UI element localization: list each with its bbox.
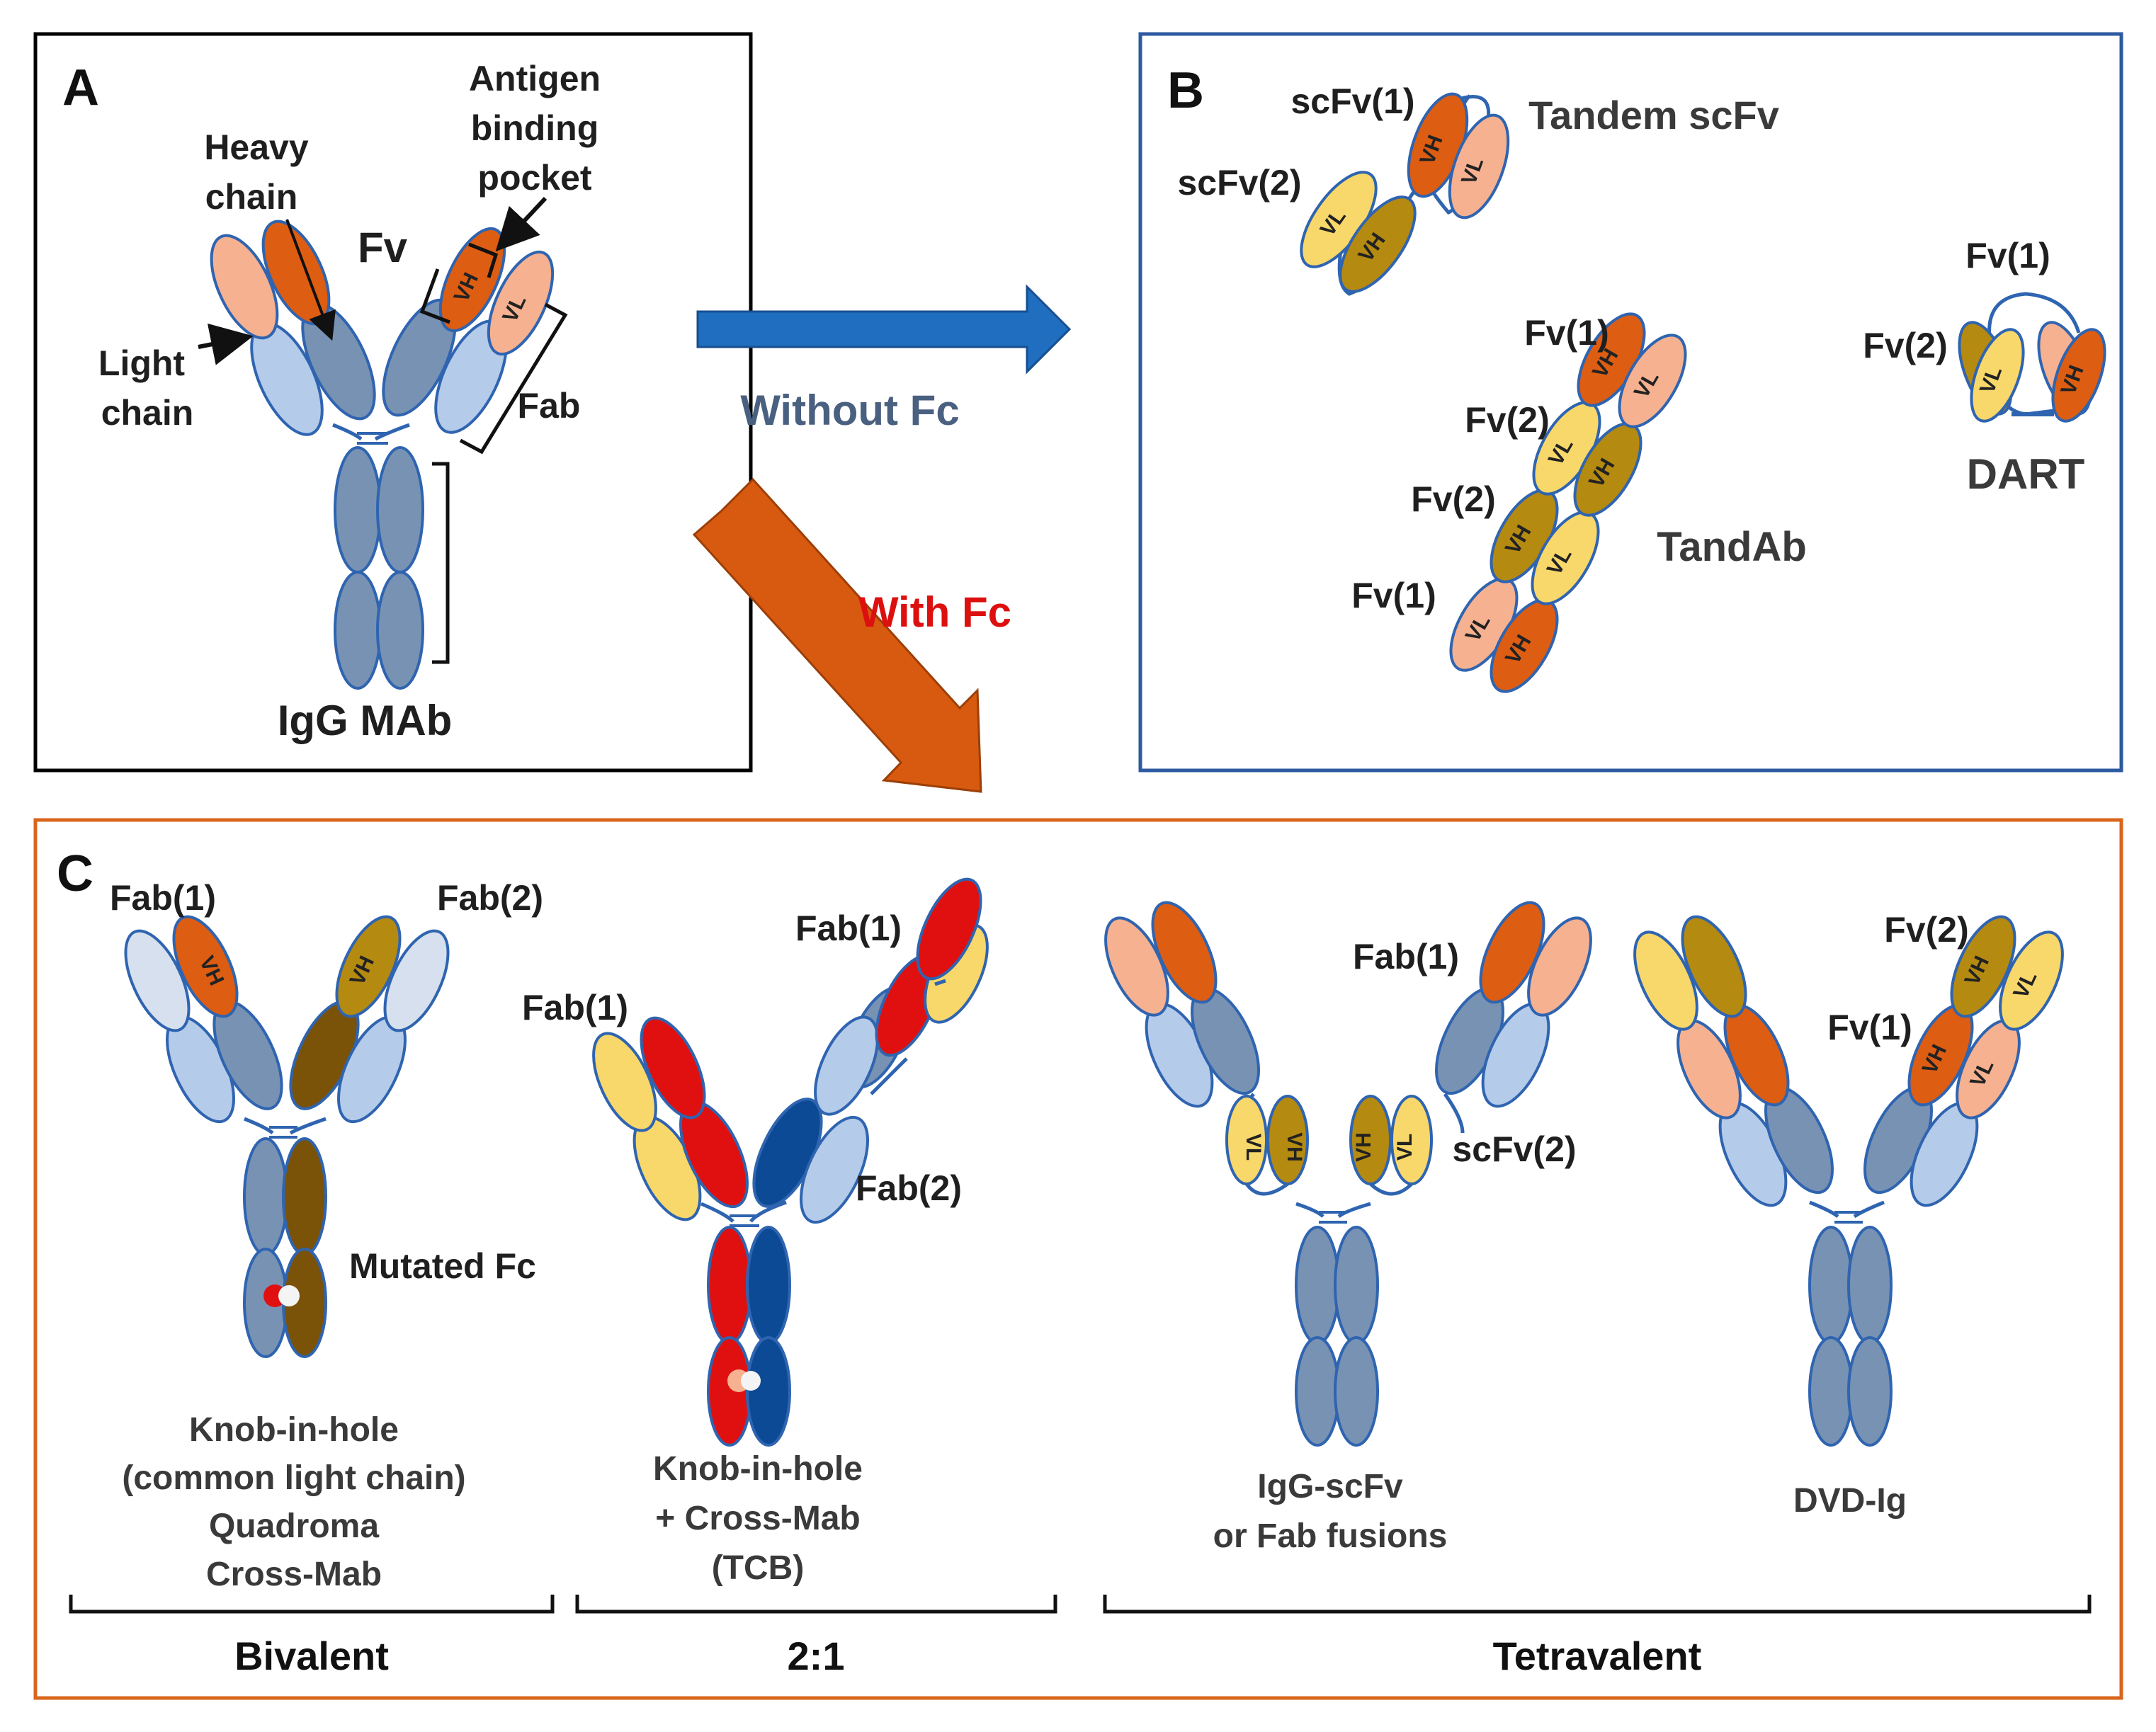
tcb-caption-2: + Cross-Mab: [655, 1500, 860, 1537]
igg-scfv-caption-2: or Fab fusions: [1213, 1517, 1448, 1555]
fv-label: Fv: [358, 224, 408, 271]
panel-a-letter: A: [62, 59, 99, 116]
scfv2-label: scFv(2): [1177, 163, 1301, 203]
panel-c-letter: C: [57, 845, 93, 902]
antigen-pocket-label-1: Antigen: [469, 59, 601, 98]
igg-scfv-scfv2-label: scFv(2): [1452, 1129, 1576, 1169]
igg-scfv-structure: VL VH VH VL: [1104, 901, 1592, 1447]
ratio-bracket: [575, 1595, 1057, 1614]
light-chain-label-2: chain: [101, 393, 194, 433]
igg-scfv-caption-1: IgG-scFv: [1257, 1468, 1403, 1505]
igg-scfv-vh-b: VH: [1352, 1132, 1375, 1162]
igg-scfv-vh-a: VH: [1283, 1132, 1306, 1162]
tcb-structure: [592, 877, 989, 1447]
heavy-chain-label-2: chain: [205, 177, 298, 217]
igg-scfv-fab1-label: Fab(1): [1353, 937, 1459, 976]
with-fc-arrow: [692, 477, 982, 793]
tetravalent-label: Tetravalent: [1493, 1634, 1702, 1678]
dvd-fv2-label: Fv(2): [1884, 910, 1968, 950]
fab-label: Fab: [518, 386, 581, 426]
tandem-scfv-label: Tandem scFv: [1528, 93, 1779, 137]
mutated-fc-label: Mutated Fc: [349, 1246, 536, 1286]
fc-bracket: [432, 462, 450, 664]
tcb-fab2-label: Fab(2): [856, 1168, 962, 1208]
dart-fv2-label: Fv(2): [1863, 326, 1947, 365]
fv-bracket: [419, 242, 499, 324]
ratio-label: 2:1: [788, 1634, 845, 1678]
igg-mab-title: IgG MAb: [278, 697, 453, 744]
panel-a-frame: [33, 32, 753, 773]
tcb-caption-3: (TCB): [712, 1549, 805, 1587]
bivalent-bracket: [69, 1595, 555, 1614]
igg-scfv-vl-b: VL: [1393, 1134, 1417, 1161]
tandab-fv2-a-label: Fv(2): [1465, 400, 1549, 440]
kih-caption-3: Quadroma: [209, 1508, 379, 1545]
tcb-fab1-top-label: Fab(1): [795, 908, 902, 948]
kih-fab1-label: Fab(1): [110, 878, 216, 918]
kih-caption-1: Knob-in-hole: [189, 1411, 399, 1449]
tetravalent-bracket: [1103, 1595, 2092, 1614]
panel-b-letter: B: [1167, 62, 1204, 119]
kih-structure: VH VH: [124, 915, 450, 1358]
tandab-label: TandAb: [1657, 524, 1807, 570]
antigen-pocket-label-3: pocket: [477, 158, 592, 198]
light-chain-arrow: [198, 323, 254, 365]
dart-fv1-label: Fv(1): [1965, 236, 2050, 275]
antigen-pocket-arrow: [495, 196, 547, 252]
with-fc-label: With Fc: [858, 588, 1011, 636]
tandab-fv1-bottom-label: Fv(1): [1351, 576, 1436, 615]
dvd-ig-structure: VH VL VH VL: [1633, 915, 2064, 1447]
bivalent-label: Bivalent: [234, 1634, 389, 1678]
kih-caption-4: Cross-Mab: [206, 1556, 382, 1593]
dvd-caption: DVD-Ig: [1793, 1482, 1907, 1520]
scfv1-label: scFv(1): [1290, 81, 1414, 121]
dvd-fv1-label: Fv(1): [1827, 1008, 1912, 1047]
tandab-fv2-b-label: Fv(2): [1411, 479, 1495, 519]
antigen-pocket-label-2: binding: [471, 108, 599, 148]
dart-structure: VL VH: [1958, 292, 2106, 423]
tcb-fab1-left-label: Fab(1): [522, 988, 628, 1027]
heavy-chain-label-1: Heavy: [204, 127, 309, 167]
igg-scfv-vl-a: VL: [1242, 1134, 1265, 1161]
panel-b-frame: [1138, 32, 2123, 773]
fab-bracket: [459, 302, 568, 455]
without-fc-label: Without Fc: [740, 387, 959, 434]
tandab-structure: VL VH VL VH VH VL VH VL: [1449, 312, 1687, 693]
kih-fab2-label: Fab(2): [437, 878, 543, 918]
without-fc-arrow: [696, 284, 1072, 375]
kih-caption-2: (common light chain): [122, 1459, 465, 1497]
light-chain-label-1: Light: [98, 343, 186, 383]
igg-mab-structure: VH VL: [210, 220, 555, 690]
dart-label: DART: [1967, 450, 2085, 498]
tandab-fv1-top-label: Fv(1): [1524, 313, 1609, 353]
tcb-caption-1: Knob-in-hole: [653, 1450, 863, 1488]
tandem-scfv-structure: VL VH VH VL: [1300, 92, 1510, 296]
panel-c-frame: [33, 818, 2123, 1700]
heavy-chain-arrow: [285, 219, 336, 341]
